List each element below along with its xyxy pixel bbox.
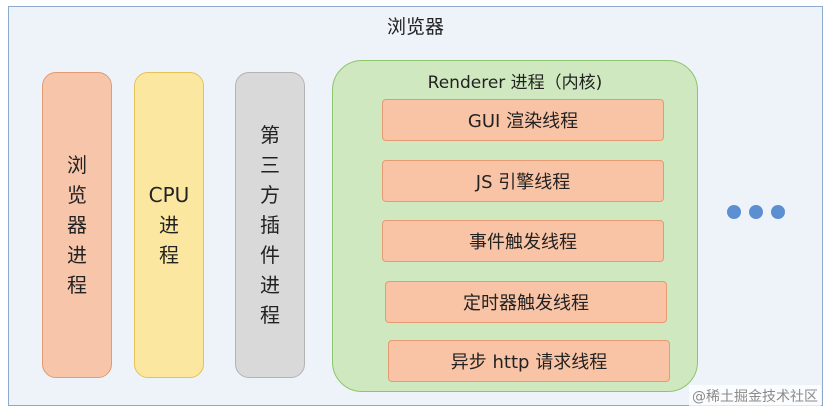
cpu-label: CPU (148, 183, 190, 207)
thread-async-http: 异步 http 请求线程 (388, 340, 670, 382)
more-dot-icon (727, 205, 741, 219)
renderer-process-box: Renderer 进程（内核) GUI 渲染线程 JS 引擎线程 事件触发线程 … (332, 60, 698, 392)
thread-timer-trigger: 定时器触发线程 (385, 281, 667, 323)
browser-title: 浏览器 (386, 16, 444, 38)
thread-event-trigger: 事件触发线程 (382, 220, 664, 262)
thread-gui-render: GUI 渲染线程 (382, 99, 664, 141)
more-dot-icon (771, 205, 785, 219)
watermark: @稀土掘金技术社区 (689, 385, 821, 407)
cpu-process-box: CPU 进程 (134, 72, 204, 378)
browser-process-box: 浏览器进程 (42, 72, 112, 378)
browser-process-label: 浏览器进程 (67, 153, 87, 297)
cpu-process-label: 进程 (158, 213, 179, 267)
renderer-title: Renderer 进程（内核) (427, 73, 603, 93)
thread-js-engine: JS 引擎线程 (382, 160, 664, 202)
plugin-process-label: 第三方插件进程 (260, 123, 280, 327)
more-dot-icon (749, 205, 763, 219)
plugin-process-box: 第三方插件进程 (235, 72, 305, 378)
